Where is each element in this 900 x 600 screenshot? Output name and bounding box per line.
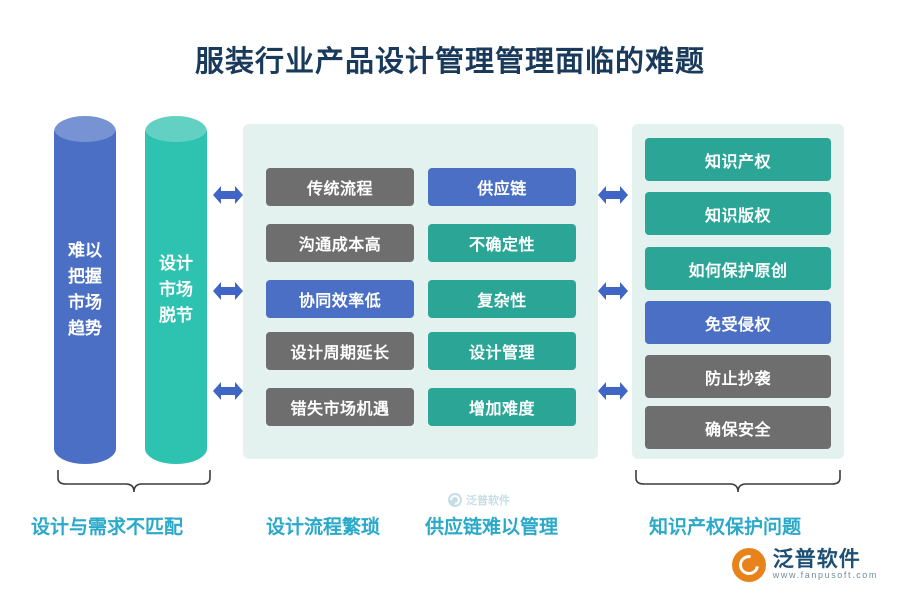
- logo-text: 泛普软件 www.fanpusoft.com: [772, 548, 878, 581]
- chip-ip-4: 免受侵权: [645, 301, 831, 344]
- watermark-logo-icon: [448, 493, 462, 507]
- chip-process-4: 设计周期延长: [266, 332, 414, 370]
- double-arrow-icon: [598, 382, 628, 400]
- logo-mark-icon: [731, 548, 766, 582]
- cylinder-left: 难以 把握 市场 趋势: [54, 116, 116, 464]
- chip-process-3: 协同效率低: [266, 280, 414, 318]
- chip-supply-1: 供应链: [428, 168, 576, 206]
- chip-process-2: 沟通成本高: [266, 224, 414, 262]
- cylinder-top-cap: [145, 116, 207, 142]
- watermark-text: 泛普软件: [466, 495, 510, 507]
- double-arrow-icon: [213, 186, 243, 204]
- page-title: 服装行业产品设计管理管理面临的难题: [194, 46, 705, 78]
- double-arrow-icon: [213, 382, 243, 400]
- cylinder-top-cap: [54, 116, 116, 142]
- chip-ip-6: 确保安全: [645, 406, 831, 449]
- logo-name-cn: 泛普软件: [772, 548, 861, 572]
- double-arrow-icon: [213, 282, 243, 300]
- chip-ip-1: 知识产权: [645, 138, 831, 181]
- chip-supply-5: 增加难度: [428, 388, 576, 426]
- caption-3: 供应链难以管理: [425, 517, 559, 538]
- chip-ip-5: 防止抄袭: [645, 355, 831, 398]
- double-arrow-icon: [598, 282, 628, 300]
- cylinder-left-label: 难以 把握 市场 趋势: [68, 241, 102, 338]
- chip-supply-3: 复杂性: [428, 280, 576, 318]
- chip-supply-4: 设计管理: [428, 332, 576, 370]
- cylinder-right-label: 设计 市场 脱节: [159, 254, 193, 325]
- double-arrow-icon: [598, 186, 628, 204]
- caption-1: 设计与需求不匹配: [31, 517, 184, 538]
- chip-ip-2: 知识版权: [645, 192, 831, 235]
- chip-supply-2: 不确定性: [428, 224, 576, 262]
- watermark: 泛普软件: [447, 487, 557, 513]
- chip-process-1: 传统流程: [266, 168, 414, 206]
- brace-left: [57, 470, 211, 493]
- chip-process-5: 错失市场机遇: [266, 388, 414, 426]
- logo-url: www.fanpusoft.com: [772, 570, 878, 581]
- cylinder-right: 设计 市场 脱节: [145, 116, 207, 464]
- chip-ip-3: 如何保护原创: [645, 247, 831, 290]
- brace-right: [635, 470, 841, 493]
- caption-2: 设计流程繁琐: [266, 517, 381, 538]
- caption-4: 知识产权保护问题: [649, 517, 802, 538]
- brand-logo: 泛普软件 www.fanpusoft.com: [731, 548, 878, 582]
